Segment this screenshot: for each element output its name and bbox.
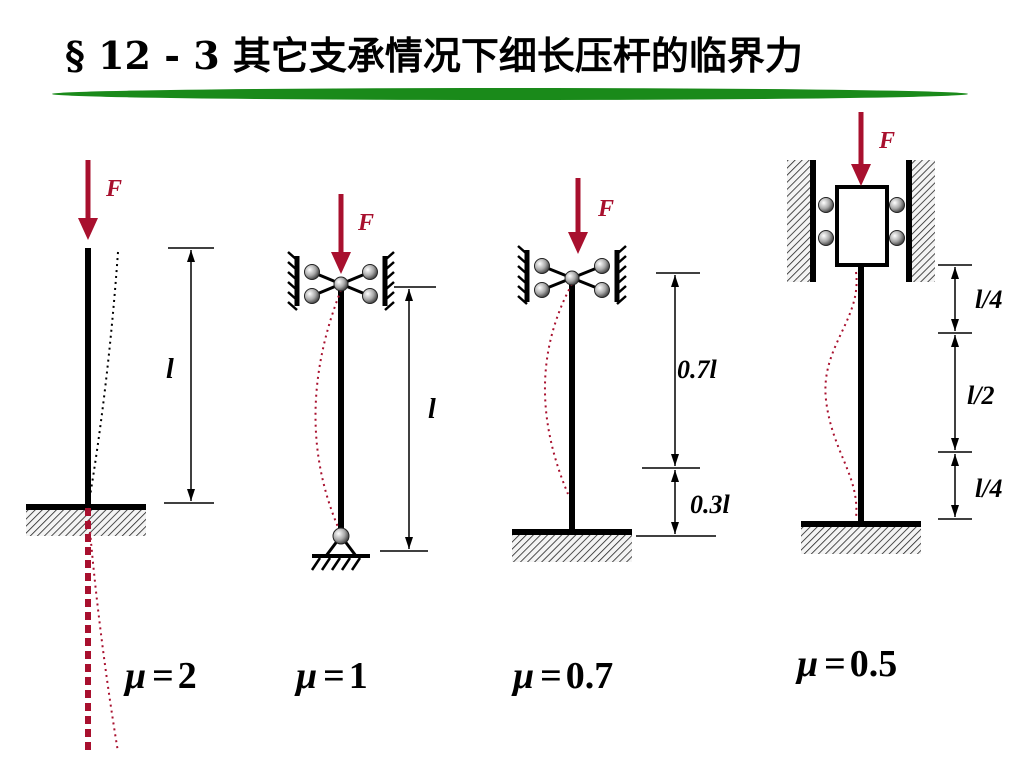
dimension-arrowhead (951, 438, 959, 450)
dimension-arrowhead (951, 454, 959, 466)
sliding-block (835, 185, 889, 267)
roller-ball (594, 282, 610, 298)
dimension-arrowhead (671, 522, 679, 534)
roller-ball (818, 230, 834, 246)
roller-ball (534, 258, 550, 274)
guide-hatch (517, 245, 528, 305)
length-label: 0.3l (690, 490, 731, 519)
deflection-curve (544, 283, 573, 495)
force-arrowhead (78, 218, 98, 240)
length-label: 0.7l (677, 355, 718, 384)
force-label: F (597, 196, 614, 222)
dimension-arrowhead (951, 505, 959, 517)
force-label: F (357, 210, 374, 236)
length-label: l/4 (975, 285, 1002, 314)
title-divider (52, 88, 968, 100)
dimension-arrowhead (951, 335, 959, 347)
bottom-pin (332, 527, 350, 545)
roller-ball (594, 258, 610, 274)
ground-hatch (512, 534, 632, 562)
dimension-arrowhead (187, 489, 195, 501)
roller-ball (362, 288, 378, 304)
length-label: l/4 (975, 474, 1002, 503)
length-label: l (428, 394, 436, 425)
case-pinned-pinned: F l μ=1 (287, 194, 436, 697)
force-arrowhead (331, 252, 351, 274)
page-title: § 12 - 3 其它支承情况下细长压杆的临界力 (65, 33, 803, 78)
ground-hatch (310, 557, 362, 571)
roller-ball (304, 288, 320, 304)
roller-ball (362, 264, 378, 280)
dimension-arrowhead (671, 275, 679, 287)
force-arrowhead (851, 164, 871, 186)
case-fixed-pinned: F 0.7l 0.3l μ=0.7 (511, 178, 731, 697)
mu-label: μ=0.7 (511, 655, 613, 697)
guide-hatch (384, 251, 395, 311)
roller-ball (304, 264, 320, 280)
wall-hatch-right (911, 160, 935, 282)
guide-hatch (616, 245, 627, 305)
roller-ball (889, 197, 905, 213)
top-pin (564, 270, 580, 286)
roller-ball (818, 197, 834, 213)
case-fixed-free: F l μ=2 (26, 160, 214, 753)
deflection-curve-extension (87, 507, 119, 753)
dimension-arrowhead (187, 250, 195, 262)
case-fixed-fixed: F l/4 l/2 l/4 μ=0.5 (787, 112, 1002, 685)
mu-label: μ=1 (294, 655, 368, 697)
force-label: F (878, 128, 895, 154)
deflection-curve (87, 251, 119, 509)
force-label: F (105, 176, 122, 202)
dimension-arrowhead (951, 319, 959, 331)
ground-hatch (801, 526, 921, 554)
dimension-arrowhead (405, 289, 413, 301)
guide-hatch (287, 251, 298, 311)
force-arrowhead (568, 232, 588, 254)
deflection-curve (314, 289, 342, 535)
top-pin (333, 276, 349, 292)
mu-label: μ=0.5 (795, 643, 897, 685)
dimension-arrowhead (951, 267, 959, 279)
dimension-arrowhead (405, 537, 413, 549)
length-label: l (166, 354, 174, 385)
length-label: l/2 (967, 381, 994, 410)
dimension-arrowhead (671, 470, 679, 482)
roller-ball (534, 282, 550, 298)
dimension-arrowhead (671, 454, 679, 466)
wall-hatch-left (787, 160, 811, 282)
deflection-curve (824, 271, 858, 519)
mu-label: μ=2 (123, 655, 197, 697)
roller-ball (889, 230, 905, 246)
